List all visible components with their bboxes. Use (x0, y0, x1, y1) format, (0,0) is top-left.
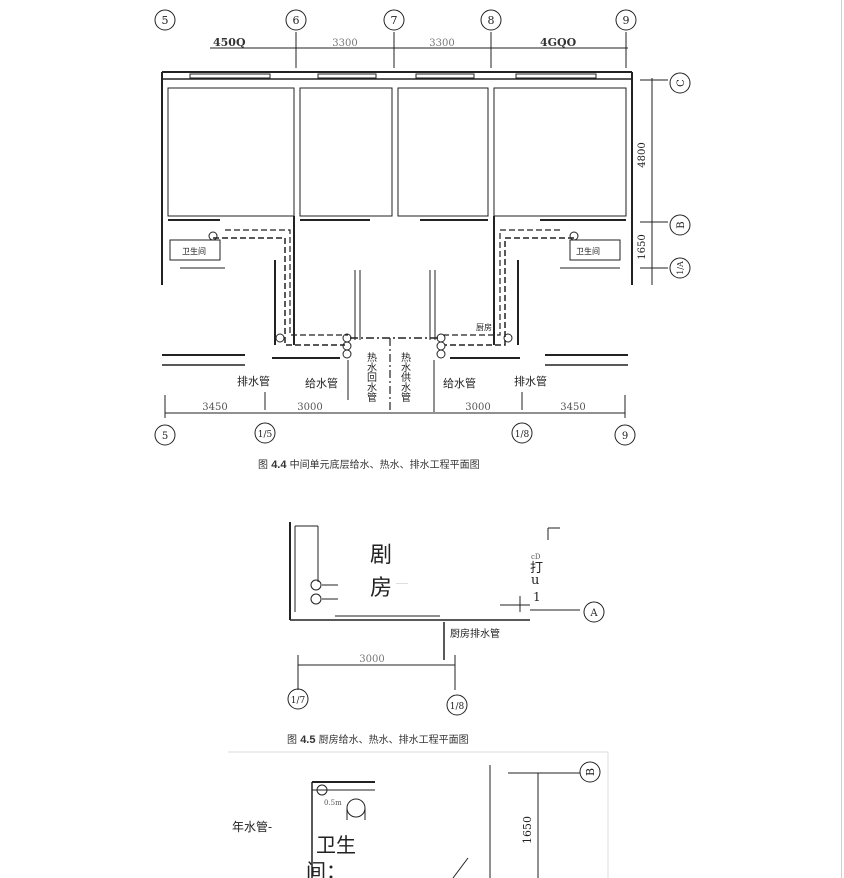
svg-text:B: B (676, 221, 687, 228)
bath-label-2: 间： (306, 859, 346, 878)
figure-4-4-floor-plan: 5 6 7 8 9 450Q 4GQO 3300 3300 C B 1/A 48… (154, 9, 691, 446)
room-bath-right: 卫生间 (576, 246, 600, 256)
svg-text:1: 1 (533, 590, 541, 604)
axis-bubble-bottom-1-8 (511, 422, 533, 444)
svg-text:1/8: 1/8 (450, 702, 465, 712)
kitchen-label-2: 房 (370, 576, 392, 601)
dim-top-3: 3300 (429, 38, 454, 49)
svg-text:……: …… (396, 579, 408, 586)
room-bath-left: 卫生间 (182, 246, 206, 256)
svg-text:1/8: 1/8 (515, 430, 530, 440)
svg-text:C: C (676, 79, 687, 87)
bath-label-1: 卫生 (316, 833, 356, 857)
riser-bath-right (569, 231, 579, 241)
riser-left (275, 333, 285, 343)
axis-bubble-C (669, 72, 691, 94)
figure-4-5-caption: 图 4.5 厨房给水、热水、排水工程平面图 (287, 734, 469, 746)
riser-right (503, 333, 513, 343)
axis-bubble-bottom-9 (614, 424, 636, 446)
svg-text:1/7: 1/7 (291, 696, 306, 706)
label-drain-right: 排水管 (514, 374, 547, 388)
dim-right-1: 4800 (637, 142, 648, 167)
kitchen-drain-label: 厨房排水管 (450, 627, 500, 640)
svg-text:9: 9 (622, 431, 628, 442)
svg-text:u: u (531, 573, 539, 588)
dim-bottom-1: 3450 (202, 402, 227, 413)
label-hot-supply: 热水供水管 (399, 351, 411, 403)
svg-text:9: 9 (623, 14, 630, 27)
svg-text:打: 打 (530, 561, 543, 576)
dim-top-1: 450Q (213, 36, 246, 49)
riser-kitchen-2 (310, 593, 322, 605)
room-kitchen: 厨房 (476, 322, 492, 332)
bath-pipe-label: 年水管- (232, 819, 272, 834)
axis-bubble-6 (285, 9, 307, 31)
svg-text:B: B (584, 768, 597, 776)
label-supply-left: 给水管 (305, 376, 338, 390)
dim-right-2: 1650 (637, 234, 648, 259)
label-hot-return: 热水回水管 (365, 351, 377, 403)
dim-bottom-4: 3450 (560, 402, 585, 413)
svg-text:8: 8 (488, 14, 495, 27)
kitchen-dim: 3000 (359, 654, 384, 665)
svg-text:1/A: 1/A (676, 261, 685, 275)
axis-bubble-B-fig46 (579, 761, 601, 783)
axis-bubble-1A (669, 257, 691, 279)
axis-bubble-bottom-1-5 (254, 422, 276, 444)
axis-bubble-5 (154, 9, 176, 31)
axis-bubble-8 (480, 9, 502, 31)
figure-4-5-kitchen-plan: 剧 房 …… 厨房排水管 cD 打 u 1 A 3000 1/7 1/8 (287, 522, 605, 716)
svg-text:6: 6 (293, 14, 300, 27)
figure-4-4-caption: 图 4.4 中间单元底层给水、热水、排水工程平面图 (258, 459, 480, 471)
riser-kitchen-1 (310, 579, 322, 591)
label-supply-right: 给水管 (443, 376, 476, 390)
axis-bubble-A (583, 601, 605, 623)
dim-top-2: 3300 (332, 38, 357, 49)
dim-bottom-2: 3000 (297, 402, 322, 413)
svg-text:A: A (589, 608, 598, 619)
axis-bubble-B (669, 214, 691, 236)
kitchen-label-1: 剧 (370, 543, 392, 568)
axis-bubble-7 (383, 9, 405, 31)
svg-text:cD: cD (531, 553, 541, 561)
dim-bottom-3: 3000 (465, 402, 490, 413)
svg-text:7: 7 (391, 14, 398, 27)
dim-top-4: 4GQO (540, 36, 577, 49)
label-drain-left: 排水管 (237, 374, 270, 388)
bath-dim: 1650 (521, 816, 534, 844)
axis-bubble-1-7 (287, 688, 309, 710)
svg-text:0.5m: 0.5m (324, 799, 342, 807)
axis-bubble-bottom-5 (154, 424, 176, 446)
svg-text:5: 5 (162, 14, 169, 27)
riser-bath-left (208, 231, 218, 241)
riser-bath (316, 784, 328, 796)
page-edge (841, 0, 842, 878)
axis-bubble-9 (615, 9, 637, 31)
svg-text:5: 5 (162, 431, 168, 442)
axis-bubble-1-8 (446, 694, 468, 716)
svg-text:1/5: 1/5 (258, 430, 273, 440)
